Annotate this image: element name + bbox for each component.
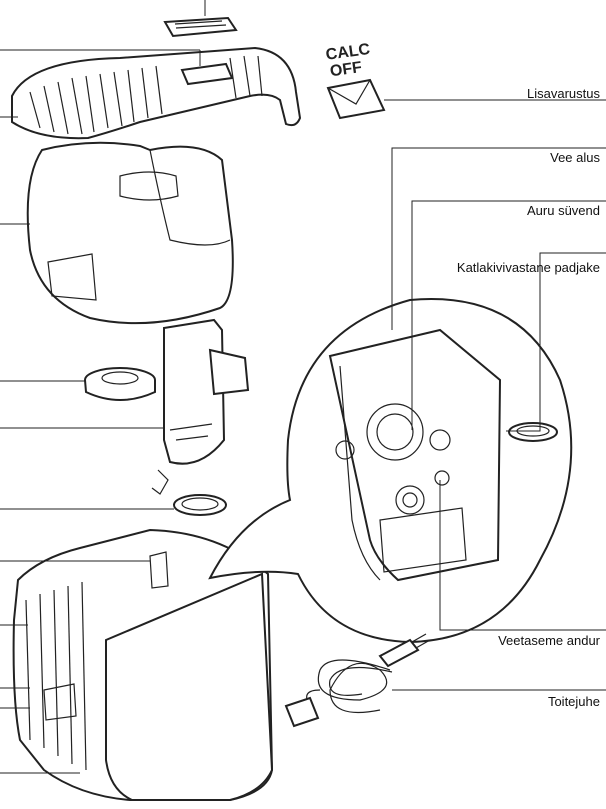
off-text: OFF (329, 59, 363, 80)
water-tank-part (0, 141, 234, 325)
lid-part (0, 46, 302, 140)
calc-text: CALC (325, 41, 372, 64)
label-steam-recess: Auru süvend (527, 203, 600, 218)
leader-lines-right (384, 99, 606, 691)
label-water-level-sensor: Veetaseme andur (498, 633, 601, 648)
steam-tower-part (0, 318, 250, 495)
power-cord-part (284, 633, 431, 728)
descaling-pad-part (508, 422, 558, 442)
zoom-callout (208, 298, 573, 644)
small-pad-part (0, 494, 227, 516)
top-pad-part (163, 0, 238, 38)
label-power-cord: Toitejuhe (548, 694, 600, 709)
base-housing-part (0, 528, 274, 801)
label-accessories: Lisavarustus (527, 86, 600, 101)
calc-off-accessory: CALC OFF (325, 41, 386, 120)
label-descaling-pad: Katlakivivastane padjake (457, 260, 600, 275)
tank-cap-part (0, 367, 156, 401)
label-water-base: Vee alus (550, 150, 600, 165)
